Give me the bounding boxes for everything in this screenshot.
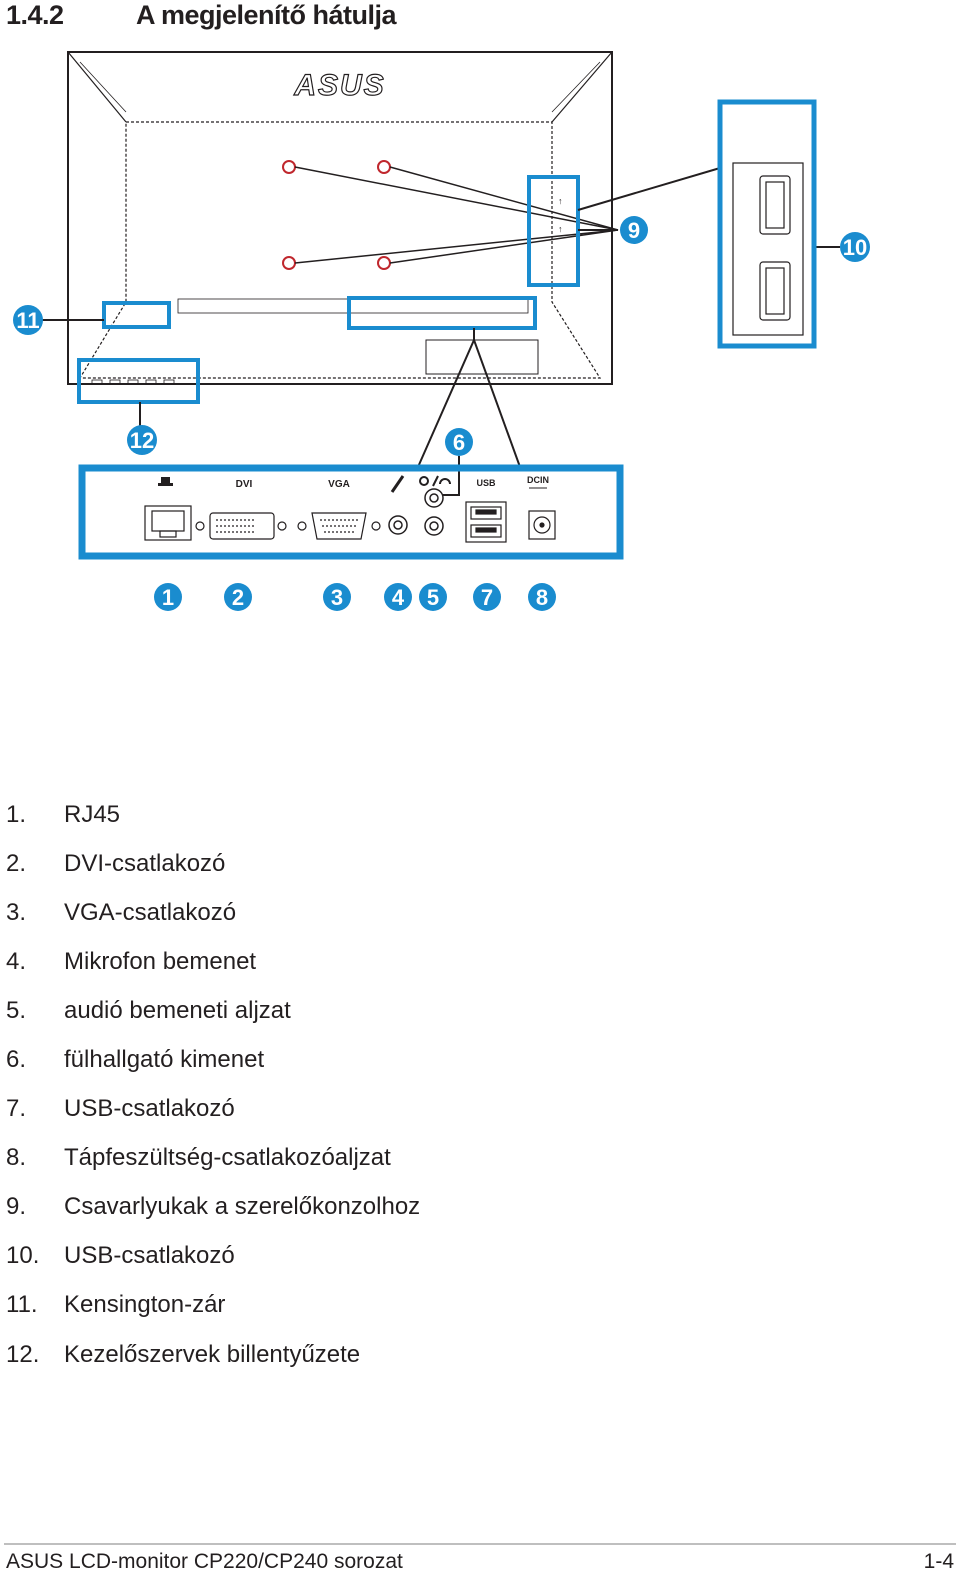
svg-text:2: 2 bbox=[232, 585, 244, 610]
audio-icon bbox=[419, 475, 451, 487]
callout-12: 12 bbox=[127, 425, 157, 455]
rj45-port bbox=[144, 505, 192, 541]
control-keys bbox=[91, 379, 175, 385]
page-number: 1-4 bbox=[923, 1550, 954, 1573]
callout-9: 9 bbox=[620, 216, 648, 244]
panel-leader-2 bbox=[473, 339, 521, 468]
callout-8: 8 bbox=[528, 583, 556, 611]
svg-text:4: 4 bbox=[392, 585, 405, 610]
list-item: 6.fülhallgató kimenet bbox=[6, 1046, 265, 1074]
dcin-port bbox=[528, 510, 556, 540]
section-title: A megjelenítő hátulja bbox=[136, 0, 397, 30]
usb-zoom-leader bbox=[577, 167, 721, 211]
list-item: 8.Tápfeszültség-csatlakozóaljzat bbox=[6, 1144, 391, 1172]
callouts: 1 2 3 4 5 6 7 8 9 10 11 12 bbox=[13, 216, 870, 611]
usb-side-highlight bbox=[527, 175, 580, 287]
callout-10: 10 bbox=[840, 232, 870, 262]
callout-1: 1 bbox=[154, 583, 182, 611]
page-footer: ASUS LCD-monitor CP220/CP240 sorozat 1-4 bbox=[6, 1550, 954, 1574]
dvi-port bbox=[195, 512, 287, 540]
svg-text:9: 9 bbox=[628, 218, 640, 243]
svg-text:7: 7 bbox=[481, 585, 493, 610]
port-panel-zoom bbox=[78, 464, 624, 560]
svg-text:↑: ↑ bbox=[558, 196, 563, 206]
callout-7: 7 bbox=[473, 583, 501, 611]
port-panel-highlight bbox=[347, 296, 537, 330]
mic-port bbox=[388, 515, 408, 535]
footer-divider bbox=[4, 1543, 956, 1545]
callout-5: 5 bbox=[419, 583, 447, 611]
mount-screw-holes bbox=[282, 160, 391, 270]
legend-list: 1.RJ45 2.DVI-csatlakozó 3.VGA-csatlakozó… bbox=[6, 790, 420, 1379]
section-number: 1.4.2 bbox=[6, 0, 64, 30]
svg-text:8: 8 bbox=[536, 585, 548, 610]
svg-text:6: 6 bbox=[453, 430, 465, 455]
svg-text:10: 10 bbox=[843, 235, 867, 260]
usb-zoom-box bbox=[717, 99, 817, 349]
callout-6: 6 bbox=[445, 428, 473, 456]
screw-leader-lines bbox=[294, 166, 619, 264]
list-item: 5.audió bemeneti aljzat bbox=[6, 996, 291, 1024]
list-item: 4.Mikrofon bemenet bbox=[6, 947, 257, 975]
usb-label: USB bbox=[476, 478, 496, 488]
section-heading: 1.4.2 A megjelenítő hátulja bbox=[6, 0, 397, 34]
vga-label: VGA bbox=[328, 479, 350, 490]
svg-text:1: 1 bbox=[162, 585, 174, 610]
list-item: 9.Csavarlyukak a szerelőkonzolhoz bbox=[6, 1193, 421, 1221]
usb-rear-ports bbox=[465, 501, 507, 543]
audio-ports bbox=[424, 488, 444, 536]
callout-2: 2 bbox=[224, 583, 252, 611]
control-keys-highlight bbox=[77, 358, 200, 404]
headphone-leader bbox=[442, 456, 460, 496]
asus-logo: ASUS bbox=[293, 69, 385, 102]
callout-11: 11 bbox=[13, 305, 43, 335]
list-item: 11.Kensington-zár bbox=[6, 1291, 226, 1319]
list-item: 1.RJ45 bbox=[6, 800, 121, 828]
svg-text:3: 3 bbox=[331, 585, 343, 610]
dcin-label: DCIN bbox=[527, 475, 549, 485]
svg-text:5: 5 bbox=[427, 585, 439, 610]
monitor-housing bbox=[67, 51, 613, 385]
list-item: 2.DVI-csatlakozó bbox=[6, 849, 226, 877]
list-item: 10.USB-csatlakozó bbox=[6, 1242, 235, 1270]
svg-text:12: 12 bbox=[130, 428, 154, 453]
mic-icon bbox=[390, 475, 405, 493]
usb-zoom-ports bbox=[732, 162, 804, 336]
port-panel: DVI VGA bbox=[144, 475, 556, 543]
footer-title: ASUS LCD-monitor CP220/CP240 sorozat bbox=[6, 1550, 403, 1573]
callout-4: 4 bbox=[384, 583, 412, 611]
network-icon bbox=[158, 477, 173, 486]
list-item: 7.USB-csatlakozó bbox=[6, 1095, 235, 1123]
list-item: 12.Kezelőszervek billentyűzete bbox=[6, 1340, 361, 1368]
list-item: 3.VGA-csatlakozó bbox=[6, 898, 237, 926]
dvi-label: DVI bbox=[236, 479, 253, 490]
callout-3: 3 bbox=[323, 583, 351, 611]
svg-text:↑: ↑ bbox=[558, 224, 563, 234]
monitor-back-diagram: ASUS ↑ ↑ bbox=[13, 51, 870, 611]
kensington-highlight bbox=[102, 301, 171, 329]
usb-side-marks: ↑ ↑ bbox=[558, 196, 563, 234]
svg-text:11: 11 bbox=[16, 308, 39, 333]
vga-port bbox=[297, 512, 381, 540]
